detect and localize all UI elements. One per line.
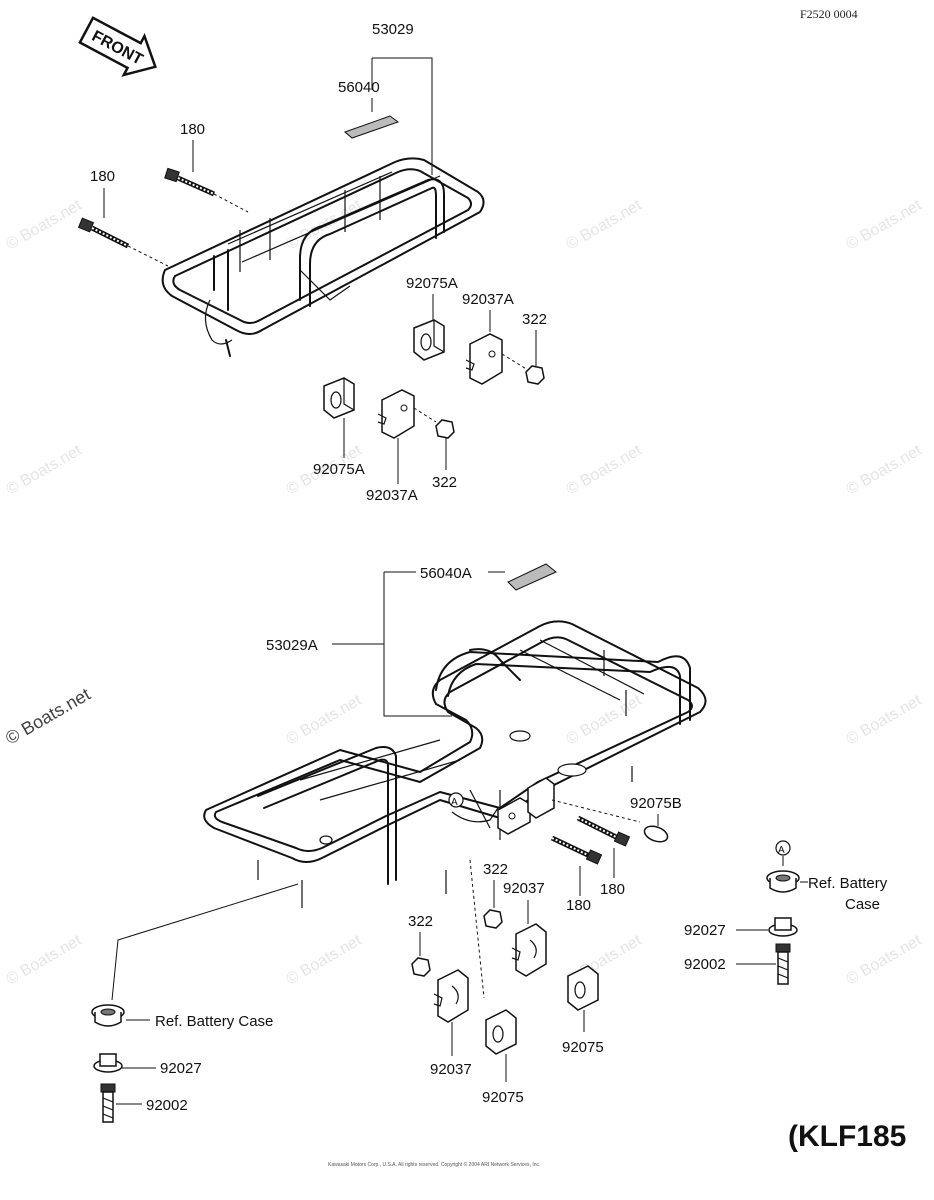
watermark: © Boats.net (564, 442, 646, 499)
rack-clamp (497, 777, 555, 835)
lower-assembly: 56040A 53029A A (91, 563, 888, 1123)
label-sticker (344, 115, 400, 139)
model-label: (KLF185 (788, 1120, 906, 1153)
bolt-icon (164, 167, 216, 197)
upper-assembly: 53029 56040 180 180 (77, 21, 547, 504)
watermark: © Boats.net (2, 684, 94, 748)
part-label-180-lower-left: 180 (566, 897, 591, 914)
watermark: © Boats.net (4, 197, 86, 254)
watermark: © Boats.net (4, 442, 86, 499)
bolt-icon (550, 835, 603, 865)
part-label-92002-right: 92002 (684, 956, 726, 973)
washer-icon (768, 917, 798, 937)
label-sticker (507, 563, 557, 591)
part-label-92075b: 92075B (630, 795, 682, 812)
part-label-322-right: 322 (522, 311, 547, 328)
watermark: © Boats.net (844, 932, 926, 989)
watermark: © Boats.net (844, 692, 926, 749)
part-label-56040a: 56040A (420, 565, 472, 582)
bolt-icon (100, 1083, 116, 1123)
part-label-92075a-right: 92075A (406, 275, 458, 292)
bushing-icon (413, 319, 445, 361)
diagram-code: F2520 0004 (800, 7, 858, 21)
grommet-icon (91, 1004, 125, 1027)
bolt-icon (775, 943, 791, 985)
part-label-180-top: 180 (180, 121, 205, 138)
part-label-180-lower-right: 180 (600, 881, 625, 898)
part-label-53029: 53029 (372, 21, 414, 38)
nut-icon (411, 957, 431, 977)
part-label-92075-left: 92075 (482, 1089, 524, 1106)
callout-a: A (451, 797, 458, 808)
watermark: © Boats.net (4, 932, 86, 989)
ref-battery-case-right-line1: Ref. Battery (808, 875, 888, 892)
grommet-icon (766, 870, 800, 893)
front-rack-53029a: A (203, 620, 707, 908)
copyright-text: Kawasaki Motors Corp., U.S.A. All rights… (328, 1161, 540, 1168)
part-label-180-left: 180 (90, 168, 115, 185)
part-label-322-lower-left: 322 (408, 913, 433, 930)
nut-icon (525, 365, 545, 385)
watermark: © Boats.net (844, 197, 926, 254)
part-label-56040: 56040 (338, 79, 380, 96)
part-label-92075a-left: 92075A (313, 461, 365, 478)
part-label-92037-right: 92037 (503, 880, 545, 897)
bracket-icon (377, 389, 415, 439)
nut-icon (483, 909, 503, 929)
part-label-92002-left: 92002 (146, 1097, 188, 1114)
ref-battery-case-right-line2: Case (845, 896, 880, 913)
part-label-92037a-right: 92037A (462, 291, 514, 308)
watermark: © Boats.net (284, 932, 366, 989)
bushing-icon (323, 377, 355, 419)
bracket-icon (433, 969, 469, 1023)
part-label-92037-left: 92037 (430, 1061, 472, 1078)
part-label-92027-right: 92027 (684, 922, 726, 939)
watermark: © Boats.net (564, 692, 646, 749)
part-label-92027-left: 92027 (160, 1060, 202, 1077)
part-label-92075-right: 92075 (562, 1039, 604, 1056)
bolt-icon (576, 815, 631, 847)
part-label-322-lower-top: 322 (483, 861, 508, 878)
part-label-92037a-left: 92037A (366, 487, 418, 504)
part-label-322-left: 322 (432, 474, 457, 491)
callout-a: A (778, 845, 785, 856)
watermark: © Boats.net (844, 442, 926, 499)
watermark: © Boats.net (284, 692, 366, 749)
nut-icon (435, 419, 455, 439)
watermark: © Boats.net (564, 197, 646, 254)
bracket-icon (511, 923, 547, 977)
ref-battery-case-left: Ref. Battery Case (155, 1013, 273, 1030)
rear-rack-53029 (161, 157, 485, 357)
bolt-icon (77, 217, 130, 249)
front-arrow-icon: FRONT (78, 16, 157, 77)
bushing-icon (567, 965, 599, 1011)
bushing-icon (485, 1009, 517, 1055)
part-label-53029a: 53029A (266, 637, 318, 654)
rubber-cushion (643, 825, 669, 843)
washer-icon (93, 1053, 123, 1073)
watermarks: © Boats.net © Boats.net © Boats.net © Bo… (2, 197, 925, 989)
bracket-icon (465, 333, 503, 385)
